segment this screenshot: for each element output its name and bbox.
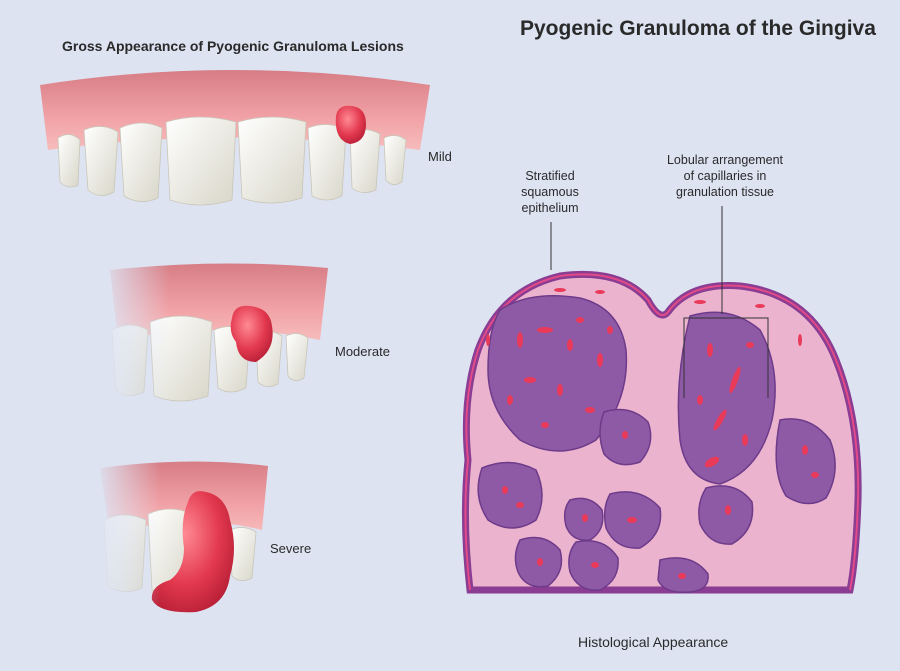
figure-title: Pyogenic Granuloma of the Gingiva <box>520 17 876 40</box>
callout-epithelium: Stratified squamous epithelium <box>490 168 610 216</box>
mild-tooth <box>83 126 119 196</box>
mild-tooth <box>237 116 307 204</box>
callout-line: squamous <box>521 185 579 199</box>
severe-lesion <box>151 491 234 613</box>
histology-section-title: Histological Appearance <box>578 634 729 650</box>
callout-lobular-capillaries: Lobular arrangement of capillaries in gr… <box>640 152 810 200</box>
label-moderate: Moderate <box>335 344 390 359</box>
lobule <box>477 461 543 529</box>
callout-line: granulation tissue <box>676 185 774 199</box>
lobule <box>775 418 836 505</box>
mild-tooth <box>165 116 237 206</box>
mild-illustration <box>40 70 430 206</box>
label-severe: Severe <box>270 541 312 556</box>
lobule <box>698 485 754 545</box>
moderate-lesion <box>230 305 273 362</box>
severe-tooth <box>229 527 257 581</box>
severe-illustration <box>95 460 268 620</box>
mild-tooth <box>307 124 347 201</box>
histology-illustration <box>461 206 862 594</box>
mild-tooth <box>383 135 407 185</box>
callout-line: of capillaries in <box>683 169 767 183</box>
mild-lesion <box>335 105 366 144</box>
mild-tooth <box>57 134 81 188</box>
callout-line: Stratified <box>525 169 575 183</box>
mild-tooth <box>119 122 163 202</box>
moderate-tooth <box>285 333 309 381</box>
moderate-illustration <box>100 260 328 410</box>
lobule <box>677 311 776 485</box>
capillaries <box>486 288 819 579</box>
leader-lines <box>550 206 769 398</box>
callout-line: epithelium <box>521 201 579 215</box>
gross-section-title: Gross Appearance of Pyogenic Granuloma L… <box>62 38 404 54</box>
label-mild: Mild <box>428 149 452 164</box>
callout-line: Lobular arrangement <box>666 153 784 167</box>
